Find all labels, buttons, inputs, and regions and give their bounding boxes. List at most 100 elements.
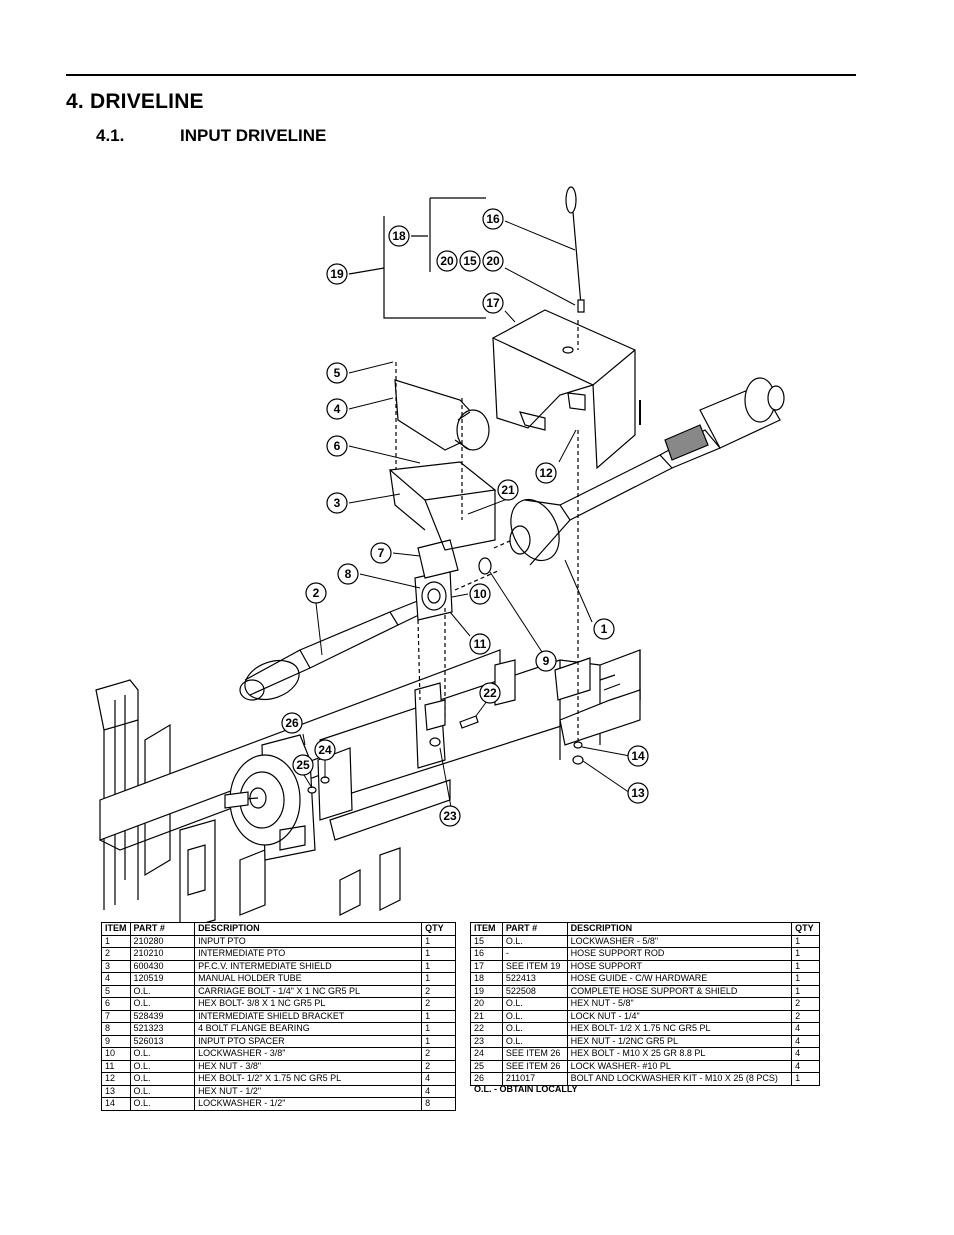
cell-qty: 1 bbox=[421, 1034, 456, 1048]
cell-description: HOSE GUIDE - C/W HARDWARE bbox=[566, 972, 793, 986]
cell-description: HEX NUT - 5/8" bbox=[566, 997, 793, 1011]
col-qty: QTY bbox=[791, 922, 820, 936]
callout-13: 13 bbox=[631, 786, 645, 800]
cell-qty: 8 bbox=[421, 1097, 456, 1111]
cell-qty: 2 bbox=[421, 997, 456, 1011]
hardware-drawing bbox=[307, 699, 584, 794]
callout-2: 2 bbox=[313, 586, 320, 600]
cell-item: 20 bbox=[470, 997, 503, 1011]
cell-part-number: O.L. bbox=[501, 1034, 568, 1048]
cell-description: CARRIAGE BOLT - 1/4" X 1 NC GR5 PL bbox=[194, 984, 423, 998]
cell-qty: 1 bbox=[421, 947, 456, 961]
cell-part-number: O.L. bbox=[501, 934, 568, 948]
cell-description: MANUAL HOLDER TUBE bbox=[194, 972, 423, 986]
col-item: ITEM bbox=[470, 922, 503, 936]
cell-item: 24 bbox=[470, 1047, 503, 1061]
callout-15: 15 bbox=[463, 254, 477, 268]
cell-item: 10 bbox=[101, 1047, 131, 1061]
cell-description: HEX BOLT- 1/2 X 1.75 NC GR5 PL bbox=[566, 1022, 793, 1036]
hose-support-rod-drawing bbox=[565, 186, 585, 313]
cell-qty: 4 bbox=[791, 1047, 820, 1061]
cell-qty: 1 bbox=[791, 1072, 820, 1086]
cell-qty: 1 bbox=[421, 1022, 456, 1036]
cell-part-number: O.L. bbox=[501, 997, 568, 1011]
cell-qty: 1 bbox=[791, 972, 820, 986]
callout-21: 21 bbox=[501, 483, 515, 497]
cell-part-number: 528439 bbox=[129, 1009, 196, 1023]
callout-18: 18 bbox=[392, 229, 406, 243]
callout-5: 5 bbox=[334, 366, 341, 380]
cell-part-number: - bbox=[501, 947, 568, 961]
cell-qty: 2 bbox=[421, 1059, 456, 1073]
col-description: DESCRIPTION bbox=[194, 922, 423, 936]
cell-description: HOSE SUPPORT bbox=[566, 959, 793, 973]
subsection-number: 4.1. bbox=[96, 126, 125, 145]
cell-description: 4 BOLT FLANGE BEARING bbox=[194, 1022, 423, 1036]
intermediate-pto-drawing bbox=[239, 599, 426, 701]
callout-11: 11 bbox=[474, 637, 487, 651]
callout-17: 17 bbox=[486, 296, 500, 310]
cell-description: LOCK NUT - 1/4" bbox=[566, 1009, 793, 1023]
cell-part-number: 211017 bbox=[501, 1072, 568, 1086]
col-description: DESCRIPTION bbox=[566, 922, 793, 936]
cell-item: 25 bbox=[470, 1059, 503, 1073]
cell-part-number: SEE ITEM 26 bbox=[501, 1047, 568, 1061]
cell-qty: 2 bbox=[421, 1047, 456, 1061]
cell-item: 4 bbox=[101, 972, 131, 986]
cell-qty: 4 bbox=[791, 1034, 820, 1048]
callout-10: 10 bbox=[473, 587, 487, 601]
cell-qty: 4 bbox=[791, 1022, 820, 1036]
cell-part-number: 120519 bbox=[129, 972, 196, 986]
cell-item: 22 bbox=[470, 1022, 503, 1036]
callout-19: 19 bbox=[330, 267, 344, 281]
cell-description: HEX BOLT - M10 X 25 GR 8.8 PL bbox=[566, 1047, 793, 1061]
cell-description: BOLT AND LOCKWASHER KIT - M10 X 25 (8 PC… bbox=[566, 1072, 793, 1086]
flange-bearing-drawing bbox=[414, 539, 492, 621]
col-item: ITEM bbox=[101, 922, 131, 936]
cell-qty: 1 bbox=[791, 934, 820, 948]
cell-item: 16 bbox=[470, 947, 503, 961]
callout-20a: 20 bbox=[440, 254, 454, 268]
frame-drawing bbox=[95, 649, 641, 931]
cell-qty: 4 bbox=[421, 1084, 456, 1098]
cell-item: 6 bbox=[101, 997, 131, 1011]
obtain-locally-note: O.L. - OBTAIN LOCALLY bbox=[474, 1084, 578, 1094]
col-qty: QTY bbox=[421, 922, 456, 936]
cell-part-number: 210210 bbox=[129, 947, 196, 961]
cell-description: HEX NUT - 1/2NC GR5 PL bbox=[566, 1034, 793, 1048]
cell-item: 19 bbox=[470, 984, 503, 998]
cell-item: 2 bbox=[101, 947, 131, 961]
cell-description: HEX NUT - 3/8" bbox=[194, 1059, 423, 1073]
cell-qty: 1 bbox=[421, 1009, 456, 1023]
cell-part-number: 521323 bbox=[129, 1022, 196, 1036]
cell-part-number: O.L. bbox=[129, 1047, 196, 1061]
callout-4: 4 bbox=[334, 402, 341, 416]
cell-description: LOCK WASHER- #10 PL bbox=[566, 1059, 793, 1073]
cell-qty: 1 bbox=[421, 972, 456, 986]
cell-qty: 2 bbox=[791, 1009, 820, 1023]
callout-3: 3 bbox=[334, 496, 341, 510]
cell-part-number: 522508 bbox=[501, 984, 568, 998]
assembly-lines bbox=[395, 320, 579, 740]
callout-14: 14 bbox=[631, 749, 645, 763]
cell-description: LOCKWASHER - 1/2" bbox=[194, 1097, 423, 1111]
callout-24: 24 bbox=[318, 743, 332, 757]
callout-16: 16 bbox=[486, 212, 500, 226]
